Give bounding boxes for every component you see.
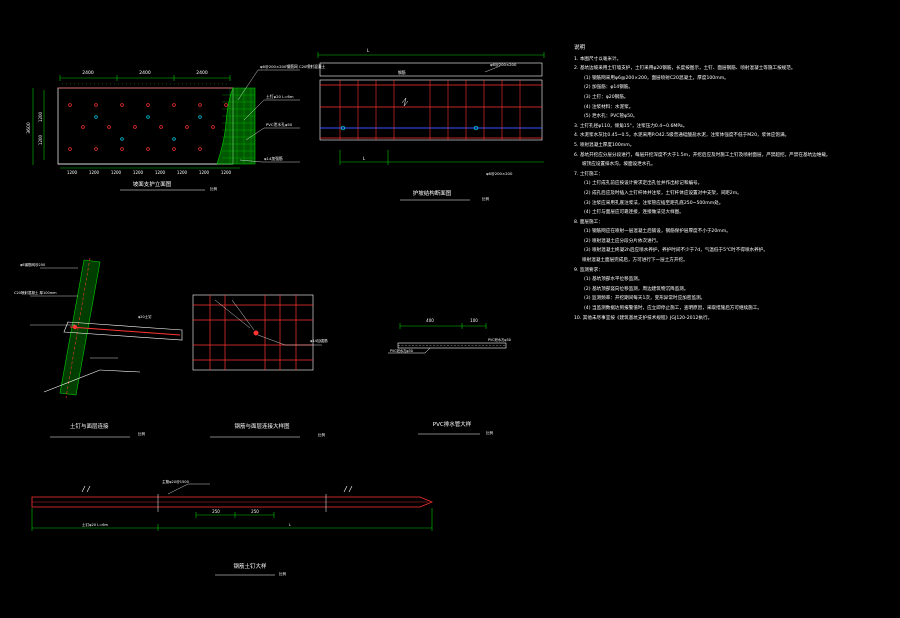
bottom-dim-4: 1200 [133, 170, 144, 175]
section-view[interactable]: L 钢筋 φ6@200×200 L φ6@200×200 护坡结构断面图 比例 [317, 48, 545, 201]
bottom-dim-5: 1200 [155, 170, 166, 175]
note-line: (1) 钢筋网采用φ6@200×200，面层喷射C20混凝土，厚度100mm。 [584, 75, 729, 81]
section-verticals [339, 80, 521, 140]
title-slope-elevation: 坡面支护立面图 [133, 180, 172, 188]
nail-dim-2: 250 [251, 509, 259, 514]
pvc-callout-2: PVC泄水孔φ50 [488, 337, 511, 342]
note-line: 6. 基坑开挖应分层分段进行，每层开挖深度不大于1.5m，开挖后应及时施工土钉及… [574, 152, 831, 158]
bottom-dim-7: 1200 [199, 170, 210, 175]
drain-points [94, 115, 202, 141]
note-line: (1) 土钉成孔前应按设计要求定出孔位并作出标记和编号。 [584, 181, 703, 187]
section-bottom-L: L [363, 156, 366, 161]
callout-mesh: φ6@200×200钢筋网 C20喷射混凝土 [260, 64, 326, 69]
pvc-callout: PVC泄水孔φ50 [390, 348, 413, 353]
soil-nail-joint-view[interactable]: φ6钢筋网@200 C20喷射混凝土 厚100mm φ20土钉 土钉与面层连接 … [14, 257, 183, 438]
note-line: 喷射混凝土面层完成后，方可进行下一层土方开挖。 [582, 258, 688, 264]
nail-dim-right: L [289, 523, 291, 527]
joint-callout-1: φ6钢筋网@200 [20, 262, 45, 267]
nail-bar [31, 496, 434, 508]
side-dim-2: 1200 [38, 134, 43, 145]
bottom-dim-8: 1200 [221, 170, 232, 175]
scale-soil-nail-detail: 比例 [279, 571, 287, 576]
mesh-hatch [216, 87, 256, 165]
note-line: 7. 土钉施工： [574, 171, 603, 177]
note-line: 4. 水泥浆水灰比0.45~0.5，水泥采用P.O42.5级普通硅酸盐水泥，注浆… [574, 133, 790, 139]
rebar-callout: φ14加强筋 [310, 338, 328, 343]
title-rebar-joint: 钢筋与面层连接大样图 [234, 422, 290, 430]
note-line: 10. 其他未尽事宜按《建筑基坑支护技术规程》JGJ120-2012执行。 [574, 315, 713, 321]
note-line: (2) 成孔后应及时插入土钉杆体并注浆，土钉杆体应设置对中支架，间距2m。 [584, 190, 742, 196]
note-line: (4) 注浆材料：水泥浆。 [584, 104, 634, 110]
nail-dim-1: 250 [212, 509, 220, 514]
callout-drain: PVC泄水孔φ50 [266, 122, 293, 127]
section-bottom-callout: φ6@200×200 [486, 171, 513, 176]
callout-nail: 土钉φ20 L=6m [266, 94, 294, 99]
top-dim-2: 2400 [139, 70, 151, 76]
top-dim-3: 2400 [196, 70, 208, 76]
side-total-dim: 3600 [26, 122, 32, 134]
title-soil-nail-joint: 土钉与面层连接 [70, 422, 109, 430]
note-line: 8. 面层施工： [574, 219, 603, 225]
note-line: (1) 钢筋网应在喷射一层混凝土后铺设，钢筋保护层厚度不小于20mm。 [584, 229, 731, 235]
scale-pvc-drain: 比例 [486, 430, 494, 435]
joint-callout-3: φ20土钉 [138, 314, 152, 319]
section-top-callout: φ6@200×200 [490, 62, 517, 67]
scale-anchor-section: 比例 [482, 196, 490, 201]
note-line: 5. 喷射混凝土厚度100mm。 [574, 142, 635, 148]
nail-dim-left: 土钉φ20 L=6m [82, 522, 109, 527]
slope-elevation-view[interactable]: 2400 2400 2400 3600 1200 1200 [26, 64, 326, 191]
scale-soil-nail-joint: 比例 [138, 431, 145, 436]
bottom-dim-1: 1200 [67, 170, 78, 175]
title-pvc-drain: PVC排水管大样 [433, 420, 472, 428]
note-line: (3) 喷射混凝土终凝2h后应喷水养护，养护时间不少于7d，气温低于5℃时不得喷… [584, 248, 768, 254]
notes-heading: 说明 [574, 45, 586, 51]
note-line: (4) 土钉与面层应可靠连接，连接做法见大样图。 [584, 210, 684, 216]
callout-joint: φ14加强筋 [264, 156, 283, 161]
note-line: (3) 注浆应采用孔底注浆法，注浆管应插至距孔底250~500mm处。 [584, 200, 724, 206]
note-line: (2) 基坑顶部竖向位移监测，周边建筑物沉降监测。 [584, 286, 689, 292]
note-line: 1. 本图尺寸以毫米计。 [574, 56, 622, 62]
pvc-drain-view[interactable]: 400 100 PVC泄水孔φ50 PVC泄水孔φ50 PVC排水管大样 比例 [388, 318, 511, 435]
nail-bar-callout: 主筋φ20@1500 [162, 479, 190, 484]
bottom-dim-2: 1200 [89, 170, 100, 175]
joint-callout-2: C20喷射混凝土 厚100mm [14, 290, 57, 295]
section-label: 钢筋 [398, 70, 406, 75]
pvc-dim-1: 400 [426, 318, 434, 323]
note-line: (5) 泄水孔：PVC管φ50。 [584, 114, 638, 120]
note-line: 3. 土钉孔径φ110，倾角15°，注浆压力0.4~0.6MPa。 [574, 123, 688, 129]
bottom-dim-3: 1200 [111, 170, 122, 175]
note-line: (2) 加强筋：φ14钢筋。 [584, 85, 633, 91]
side-dim-1: 1200 [38, 111, 43, 122]
design-notes: 说明 1. 本图尺寸以毫米计。 2. 基坑边坡采用土钉墙支护，土钉采用φ20钢筋，… [574, 44, 892, 323]
rebar-joint-view[interactable]: φ14加强筋 钢筋与面层连接大样图 比例 [192, 294, 328, 438]
top-dim-1: 2400 [82, 70, 94, 76]
soil-nail-detail-view[interactable]: 主筋φ20@1500 250 250 土钉φ20 L=6m L 钢筋土钉大样 比… [31, 479, 434, 576]
scale-slope-elevation: 比例 [210, 186, 217, 191]
section-top-L: L [367, 48, 370, 53]
note-line: (2) 喷射混凝土应分段分片依次进行。 [584, 238, 661, 244]
note-line: (1) 基坑顶部水平位移监测。 [584, 277, 643, 283]
note-line: (3) 监测频率：开挖期间每天1次，变形异常时应加密监测。 [584, 296, 706, 302]
note-line: (4) 当监测数据达到报警值时，应立即停止施工，查明原因，采取措施后方可继续施工… [584, 306, 762, 312]
bottom-dim-6: 1200 [177, 170, 188, 175]
note-line: 2. 基坑边坡采用土钉墙支护，土钉采用φ20钢筋，长度按图示，土钉、面层钢筋、喷… [574, 66, 796, 72]
note-line: 坡顶应设置排水沟，坡面设泄水孔。 [582, 162, 656, 168]
pvc-dim-2: 100 [470, 318, 478, 323]
soil-nail-points [68, 103, 228, 151]
note-line: (3) 土钉：φ20钢筋。 [584, 94, 629, 100]
notes-lines: 1. 本图尺寸以毫米计。 2. 基坑边坡采用土钉墙支护，土钉采用φ20钢筋，长度按… [574, 55, 892, 324]
title-anchor-section: 护坡结构断面图 [413, 189, 452, 197]
note-line: 9. 监测要求： [574, 267, 603, 273]
title-soil-nail-detail: 钢筋土钉大样 [233, 562, 267, 570]
scale-rebar-joint: 比例 [318, 432, 326, 437]
